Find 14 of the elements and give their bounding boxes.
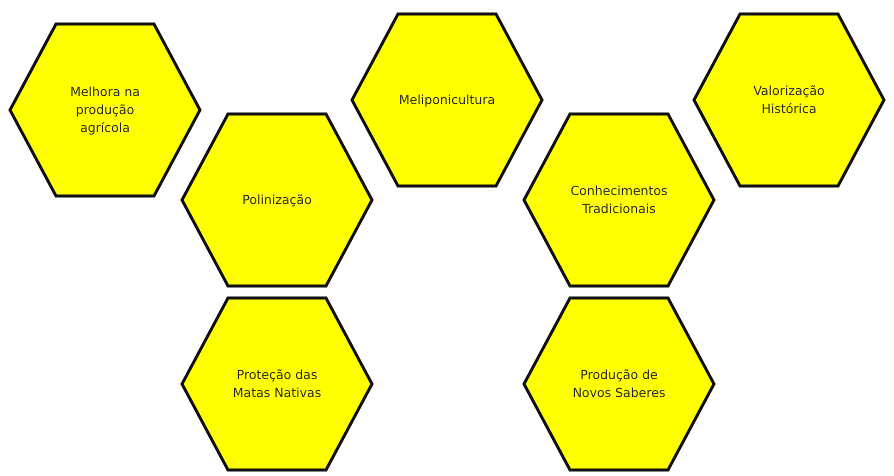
hexagon-node — [350, 12, 544, 188]
node-text: Conhecimentos Tradicionais — [569, 182, 669, 218]
node-text: Meliponicultura — [398, 90, 496, 109]
node-text: Proteção das Matas Nativas — [232, 366, 322, 402]
node-text: Valorização Histórica — [752, 82, 826, 118]
node-text: Melhora na produção agrícola — [69, 82, 141, 138]
hexagon-node — [8, 22, 202, 198]
hexagon-node — [522, 112, 716, 288]
node-text: Polinização — [241, 190, 313, 209]
hexagon-node — [692, 12, 886, 188]
hexagon-node — [180, 296, 374, 472]
node-text: Produção de Novos Saberes — [572, 366, 666, 402]
hexagon-node — [180, 112, 374, 288]
hexagon-node — [522, 296, 716, 472]
